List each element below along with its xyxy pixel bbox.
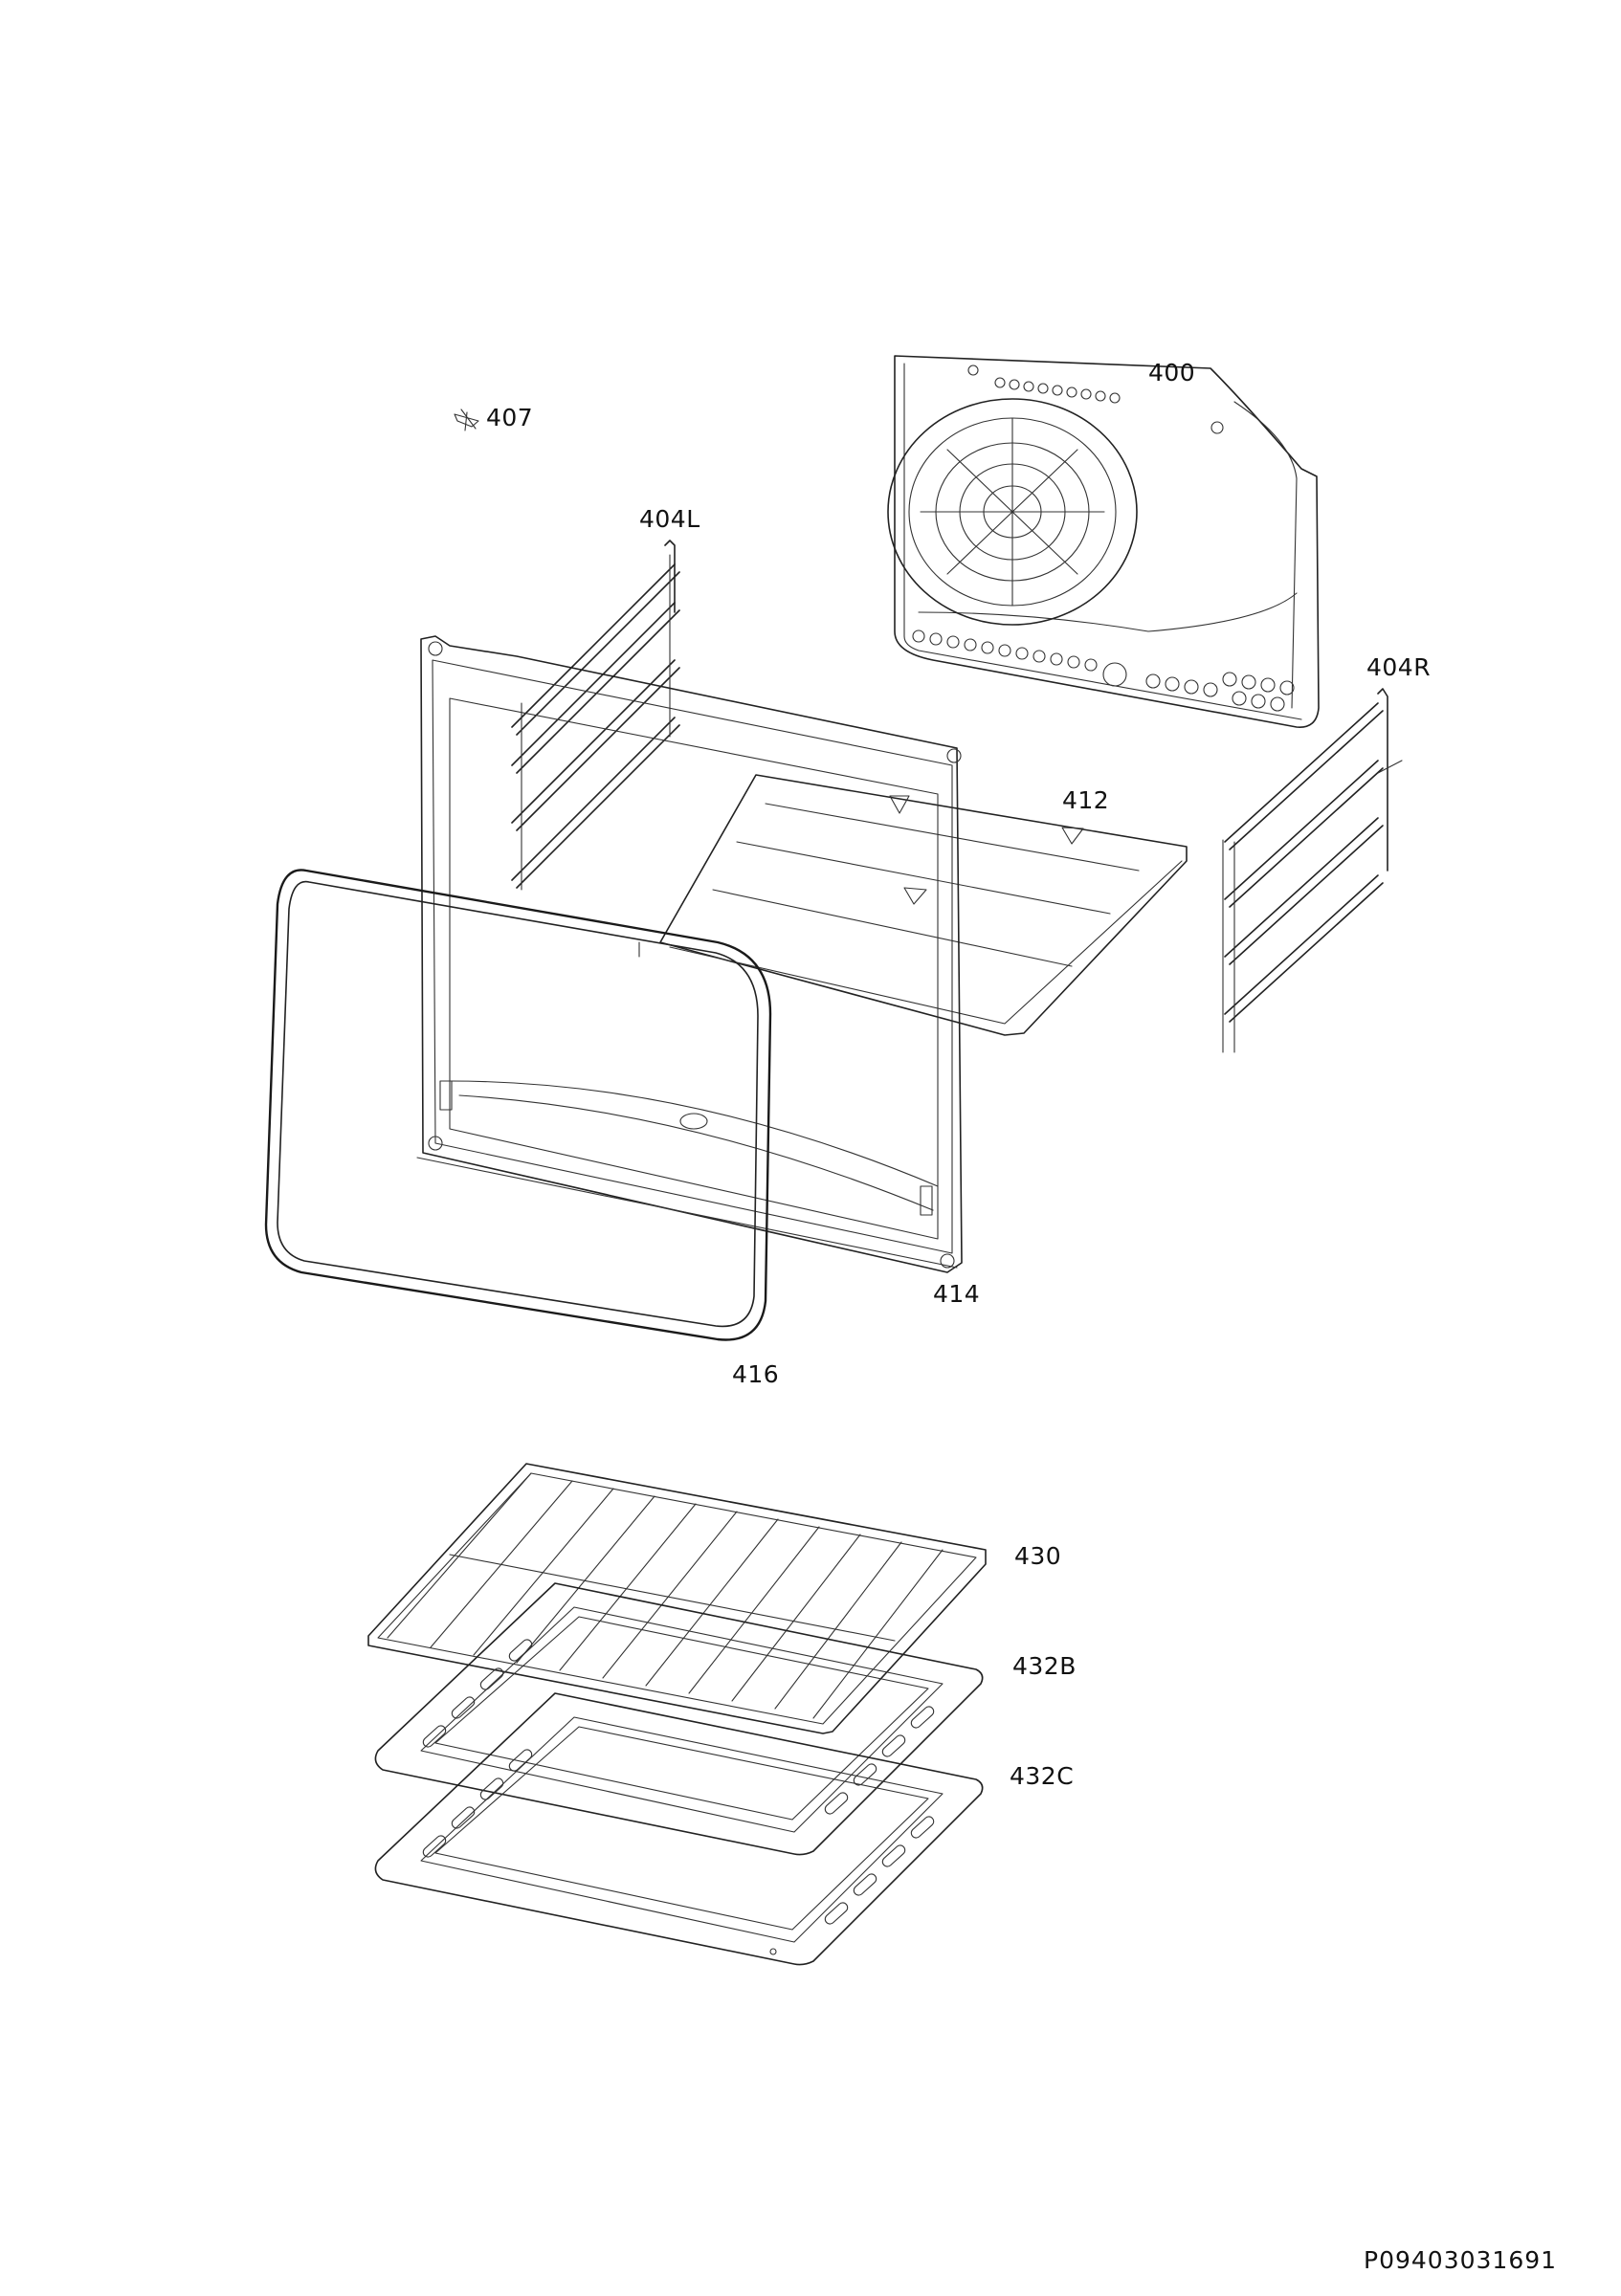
label-404R: 404R xyxy=(1366,653,1432,681)
part-407-clip xyxy=(454,408,479,431)
document-code: P09403031691 xyxy=(1364,2246,1558,2274)
label-407: 407 xyxy=(486,404,534,431)
bottom-vent-holes xyxy=(912,629,1295,712)
part-412-bottom-plate xyxy=(659,774,1188,1036)
label-400: 400 xyxy=(1148,359,1196,386)
fan-grille xyxy=(887,398,1138,626)
top-vent-holes xyxy=(994,377,1121,404)
label-432B: 432B xyxy=(1012,1652,1077,1680)
label-432C: 432C xyxy=(1010,1762,1075,1790)
label-430: 430 xyxy=(1014,1542,1062,1570)
part-432B-baking-tray xyxy=(374,1582,984,1856)
label-412: 412 xyxy=(1062,786,1110,814)
part-416-door-seal xyxy=(264,869,772,1341)
part-432C-baking-tray xyxy=(374,1692,984,1966)
part-430-wire-shelf xyxy=(367,1463,987,1734)
label-416: 416 xyxy=(732,1360,780,1388)
part-404R-right-shelf-support xyxy=(1222,688,1403,1053)
part-404L-left-shelf-support xyxy=(511,540,680,891)
part-414-front-frame xyxy=(416,635,963,1273)
part-400-back-panel xyxy=(887,355,1320,728)
label-404L: 404L xyxy=(639,505,700,533)
label-414: 414 xyxy=(933,1280,981,1308)
